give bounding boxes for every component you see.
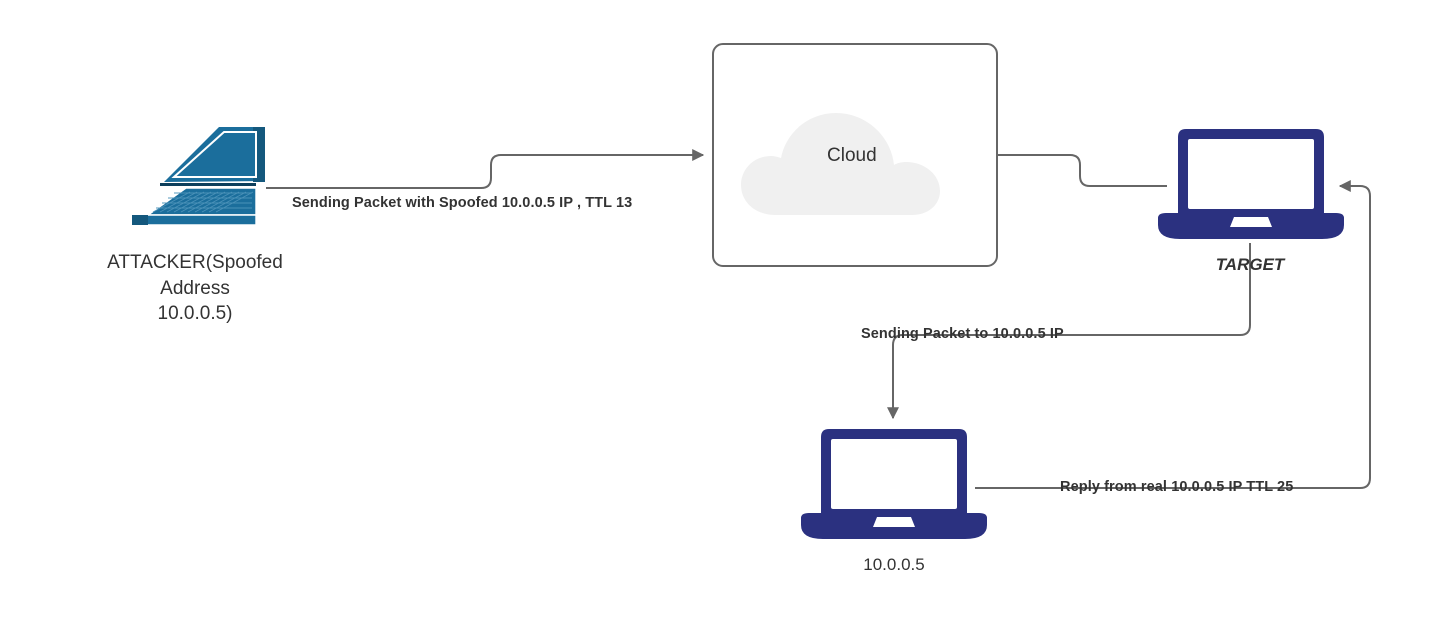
victim-label: 10.0.0.5 <box>863 555 925 574</box>
node-attacker[interactable] <box>108 120 288 230</box>
laptop-isometric-icon <box>131 126 266 226</box>
cloud-icon <box>741 113 940 215</box>
node-cloud[interactable]: Cloud <box>712 43 998 267</box>
edge-target-to-victim <box>887 243 1251 420</box>
edge-victim-to-target <box>975 180 1371 489</box>
node-victim[interactable] <box>795 425 993 545</box>
edge-cloud-to-target <box>998 154 1167 187</box>
node-target[interactable] <box>1152 125 1350 245</box>
laptop-front-icon <box>801 429 987 539</box>
target-label: TARGET <box>1215 255 1285 274</box>
edge-label-victim-to-target: Reply from real 10.0.0.5 IP TTL 25 <box>1060 479 1294 495</box>
laptop-front-icon <box>1158 129 1344 239</box>
cloud-label: Cloud <box>827 145 877 166</box>
edge-attacker-to-cloud <box>266 149 705 189</box>
edge-label-target-to-victim: Sending Packet to 10.0.0.5 IP <box>861 326 1064 342</box>
edge-label-attacker-to-cloud: Sending Packet with Spoofed 10.0.0.5 IP … <box>292 195 633 211</box>
attacker-label: ATTACKER(Spoofed Address 10.0.0.5) <box>107 252 283 325</box>
